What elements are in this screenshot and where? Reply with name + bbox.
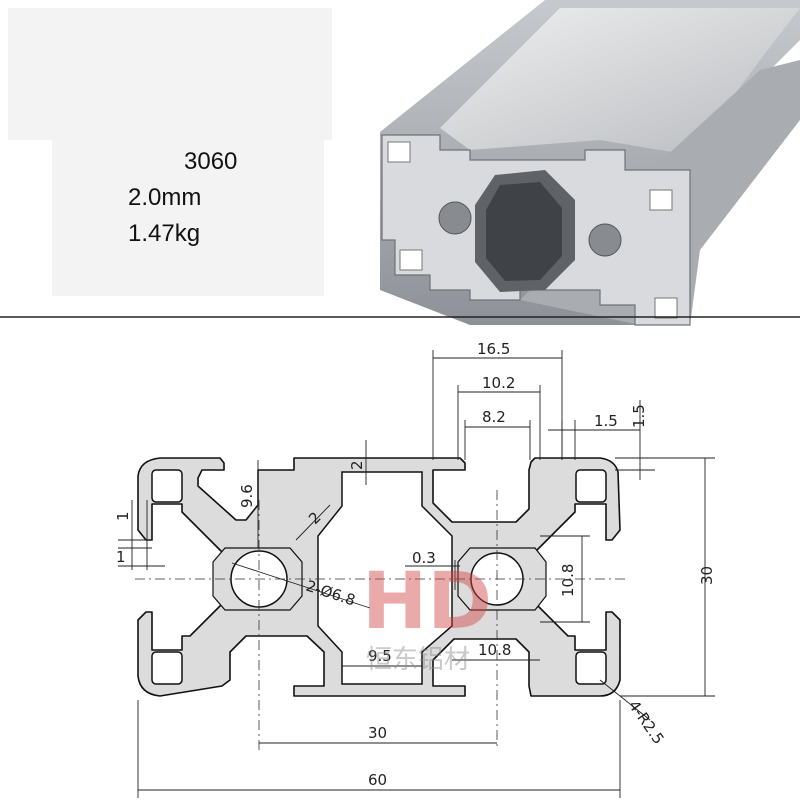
dim-10-8-horizontal: 10.8 (478, 641, 511, 659)
dim-1-5-horizontal: 1.5 (594, 412, 618, 430)
dim-30-vertical: 30 (698, 566, 716, 585)
dim-10-8-vertical: 10.8 (559, 564, 577, 597)
spec-thickness: 2.0mm (128, 184, 202, 211)
dim-1-5-vertical: 1.5 (630, 404, 648, 428)
dim-9-6: 9.6 (238, 484, 256, 508)
watermark-logo: HD (362, 557, 492, 647)
dim-60: 60 (368, 771, 387, 789)
watermark-text: 恒东铝材 (366, 645, 470, 675)
corner-pocket-top-left (151, 469, 183, 503)
corner-pocket-bottom-right (575, 651, 607, 685)
dim-16-5: 16.5 (477, 340, 510, 358)
profile-cross-section (135, 457, 625, 750)
spec-model: 3060 (184, 148, 238, 175)
dim-1-upper: 1 (114, 511, 132, 521)
dim-1-lower: 1 (116, 548, 126, 566)
spec-card-lower (52, 140, 324, 296)
dimension-lines (118, 350, 715, 798)
dim-2-top: 2 (348, 460, 366, 470)
dim-8-2: 8.2 (482, 408, 506, 426)
spec-card (8, 8, 332, 140)
corner-pocket-bottom-left (151, 651, 183, 685)
dim-0-3: 0.3 (412, 549, 436, 567)
profile-center-chamber (317, 471, 453, 685)
brand-watermark: HD 恒东铝材 (362, 557, 492, 675)
spec-weight: 1.47kg (128, 220, 201, 247)
dim-10-2: 10.2 (482, 374, 515, 392)
dim-9-5: 9.5 (368, 647, 392, 665)
dim-30-horizontal: 30 (368, 724, 387, 742)
dim-radius: 4-R2.5 (625, 697, 668, 748)
profile-3d-render (380, 0, 800, 326)
corner-pocket-top-right (575, 469, 607, 503)
